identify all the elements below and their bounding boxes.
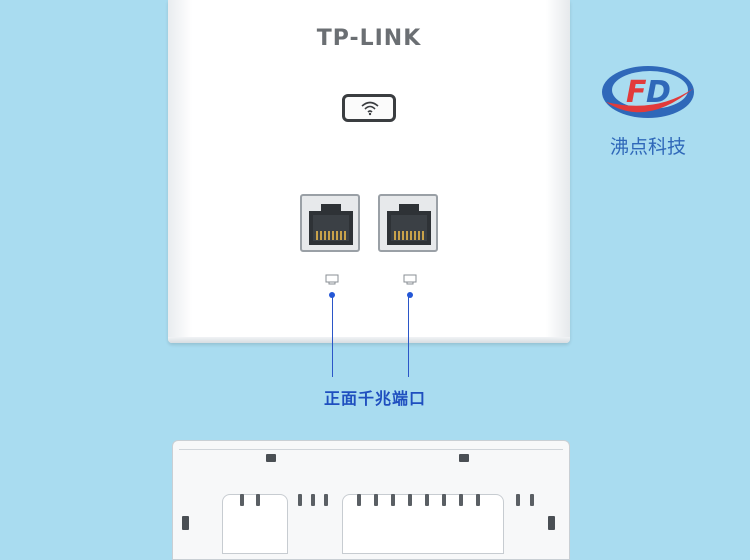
vent-rib	[256, 494, 260, 506]
ethernet-port-2[interactable]	[378, 194, 438, 252]
ethernet-port-icon	[387, 204, 431, 245]
mount-slot	[459, 454, 469, 462]
company-logo: F D	[602, 66, 694, 118]
company-name: 沸点科技	[609, 136, 686, 158]
vent-rib	[391, 494, 395, 506]
vent-rib	[408, 494, 412, 506]
vent-rib	[425, 494, 429, 506]
back-block	[222, 494, 288, 554]
mount-slot	[182, 516, 189, 530]
svg-text:D: D	[646, 75, 671, 110]
port-caption: 正面千兆端口	[323, 389, 426, 408]
port-indicator-icon	[403, 274, 417, 285]
vent-rib	[476, 494, 480, 506]
vent-rib	[298, 494, 302, 506]
callout-line	[332, 297, 333, 377]
port-indicator-icon	[325, 274, 339, 285]
vent-rib	[516, 494, 520, 506]
panel-bottom-edge	[168, 337, 570, 343]
ethernet-port-icon	[309, 204, 353, 245]
vent-rib	[357, 494, 361, 506]
vent-rib	[530, 494, 534, 506]
svg-text:F: F	[626, 75, 647, 110]
vent-rib	[311, 494, 315, 506]
back-plate-rim	[179, 444, 563, 450]
vent-rib	[240, 494, 244, 506]
vent-rib	[442, 494, 446, 506]
mount-slot	[266, 454, 276, 462]
callout-line	[408, 297, 409, 377]
link-led	[329, 292, 335, 298]
ethernet-port-1[interactable]	[300, 194, 360, 252]
vent-rib	[324, 494, 328, 506]
vent-rib	[374, 494, 378, 506]
ap-front-panel: TP-LINK	[168, 0, 570, 343]
vent-rib	[459, 494, 463, 506]
link-led	[407, 292, 413, 298]
wifi-button[interactable]	[342, 94, 396, 122]
wifi-icon	[361, 101, 379, 116]
brand-logo-text: TP-LINK	[316, 26, 422, 51]
mount-slot	[548, 516, 555, 530]
